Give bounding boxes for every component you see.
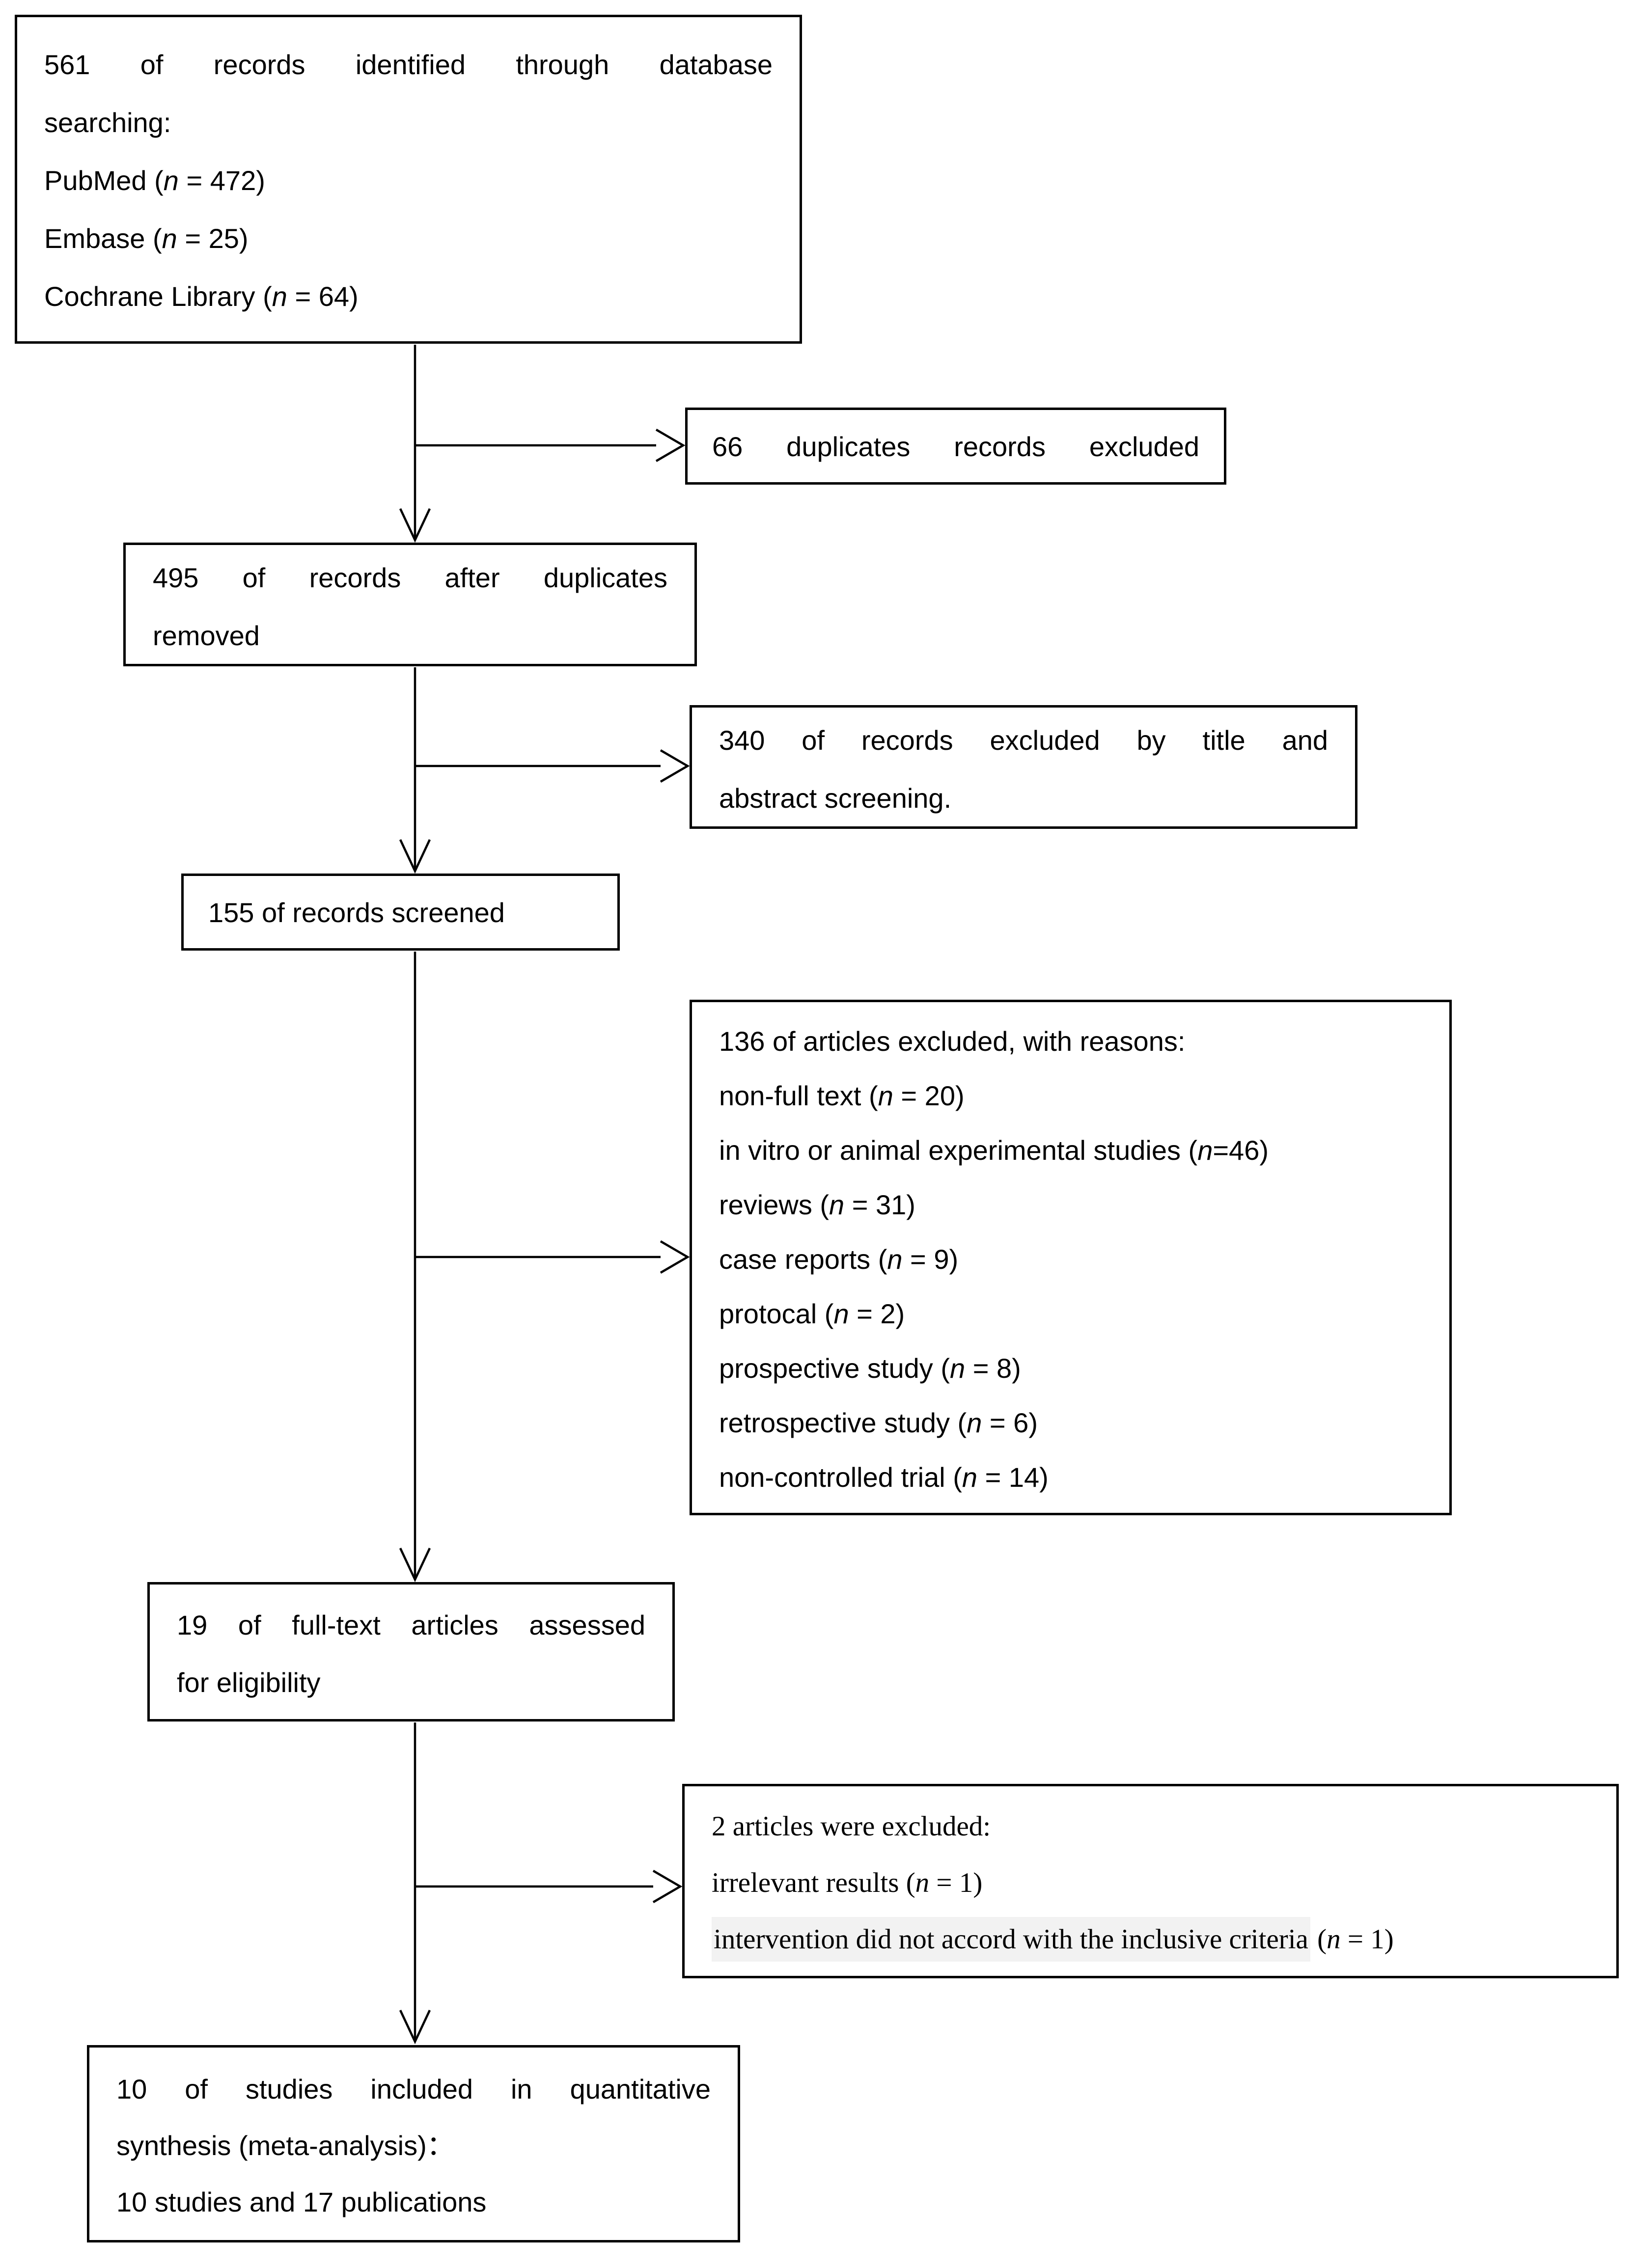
text-line: intervention did not accord with the inc… <box>712 1911 1589 1967</box>
text-line: 2 articles were excluded: <box>712 1811 991 1842</box>
text-line: 136 of articles excluded, with reasons: <box>719 1026 1186 1057</box>
box-records-screened: 155 of records screened <box>181 874 620 951</box>
text-line: 10 of studies included in quantitative <box>116 2074 711 2104</box>
text-line: reviews (n = 31) <box>719 1189 915 1220</box>
box-duplicates-excluded: 66 duplicates records excluded <box>685 408 1226 485</box>
text-line: 340 of records excluded by title and <box>719 725 1328 756</box>
text-line: 19 of full-text articles assessed <box>177 1610 645 1640</box>
box-two-articles-excluded: 2 articles were excluded: irrelevant resu… <box>682 1784 1619 1978</box>
arrow-branch-duplicates-excluded <box>415 429 686 462</box>
arrow-branch-articles-excluded-reasons <box>415 1240 690 1274</box>
arrow-identification-to-after-duplicates <box>399 345 431 543</box>
arrow-branch-title-abstract-excluded <box>415 749 690 783</box>
text-line: 10 studies and 17 publications <box>116 2186 487 2217</box>
text-line: retrospective study (n = 6) <box>719 1407 1038 1438</box>
arrow-screened-to-fulltext <box>399 952 431 1583</box>
text-line: 155 of records screened <box>208 897 505 928</box>
text-line: PubMed (n = 472) <box>44 165 265 196</box>
text-line: for eligibility <box>177 1667 321 1698</box>
box-fulltext-assessed: 19 of full-text articles assessed for eli… <box>147 1582 675 1721</box>
text-line: irrelevant results (n = 1) <box>712 1867 983 1898</box>
text-line: non-full text (n = 20) <box>719 1080 965 1111</box>
box-studies-included: 10 of studies included in quantitative sy… <box>87 2045 740 2242</box>
text-line: Embase (n = 25) <box>44 223 249 254</box>
text-line: case reports (n = 9) <box>719 1244 959 1275</box>
text-line: 66 duplicates records excluded <box>712 431 1199 462</box>
text-line: 561 of records identified through databa… <box>44 49 773 80</box>
text-line: prospective study (n = 8) <box>719 1353 1021 1384</box>
box-records-identified: 561 of records identified through databa… <box>15 15 802 344</box>
text-line: searching: <box>44 107 171 138</box>
text-line: abstract screening. <box>719 783 952 814</box>
text-line: 495 of records after duplicates <box>153 562 667 593</box>
box-excluded-title-abstract: 340 of records excluded by title and abst… <box>690 705 1357 829</box>
arrow-fulltext-to-included <box>399 1722 431 2045</box>
highlighted-text: intervention did not accord with the inc… <box>712 1917 1310 1962</box>
arrow-branch-two-articles-excluded <box>415 1870 683 1903</box>
text-line: synthesis (meta-analysis)： <box>116 2130 454 2161</box>
arrow-after-duplicates-to-screened <box>399 667 431 874</box>
text-line: in vitro or animal experimental studies … <box>719 1135 1269 1166</box>
text-line: Cochrane Library (n = 64) <box>44 281 359 312</box>
box-articles-excluded-reasons: 136 of articles excluded, with reasons: n… <box>690 1000 1452 1515</box>
box-records-after-duplicates: 495 of records after duplicates removed <box>123 543 697 666</box>
text-line: protocal (n = 2) <box>719 1298 905 1329</box>
text-line: non-controlled trial (n = 14) <box>719 1462 1049 1493</box>
text-line: removed <box>153 620 260 651</box>
